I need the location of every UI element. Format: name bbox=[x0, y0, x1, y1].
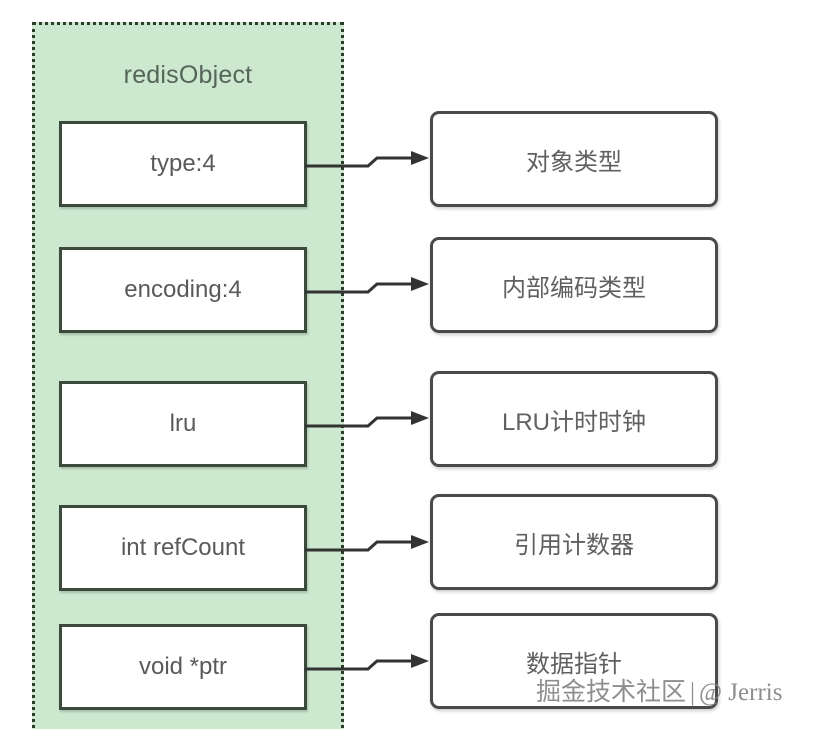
field-box-refcount[interactable]: int refCount bbox=[59, 505, 307, 591]
watermark-site: 掘金技术社区 bbox=[536, 679, 687, 706]
desc-box-encoding-type[interactable]: 内部编码类型 bbox=[430, 237, 718, 333]
container-title: redisObject bbox=[123, 61, 253, 89]
field-label: lru bbox=[169, 410, 197, 437]
desc-label: 引用计数器 bbox=[514, 531, 634, 559]
desc-box-ref-counter[interactable]: 引用计数器 bbox=[430, 494, 718, 590]
desc-box-data-pointer[interactable]: 数据指针 bbox=[430, 613, 718, 709]
field-box-encoding[interactable]: encoding:4 bbox=[59, 247, 307, 333]
field-box-ptr[interactable]: void *ptr bbox=[59, 624, 307, 710]
field-label: int refCount bbox=[120, 534, 246, 561]
desc-label: LRU计时时钟 bbox=[501, 408, 646, 436]
watermark-separator: | bbox=[690, 679, 696, 706]
watermark: 掘金技术社区|@ Jerris bbox=[536, 672, 782, 708]
field-box-type[interactable]: type:4 bbox=[59, 121, 307, 207]
field-label: encoding:4 bbox=[124, 276, 242, 303]
watermark-author: @ Jerris bbox=[699, 679, 783, 706]
desc-label: 内部编码类型 bbox=[502, 274, 646, 302]
desc-label: 数据指针 bbox=[526, 650, 622, 678]
desc-label: 对象类型 bbox=[526, 148, 622, 176]
field-label: type:4 bbox=[150, 150, 216, 177]
desc-box-object-type[interactable]: 对象类型 bbox=[430, 111, 718, 207]
field-box-lru[interactable]: lru bbox=[59, 381, 307, 467]
field-label: void *ptr bbox=[138, 653, 228, 680]
desc-box-lru-clock[interactable]: LRU计时时钟 bbox=[430, 371, 718, 467]
